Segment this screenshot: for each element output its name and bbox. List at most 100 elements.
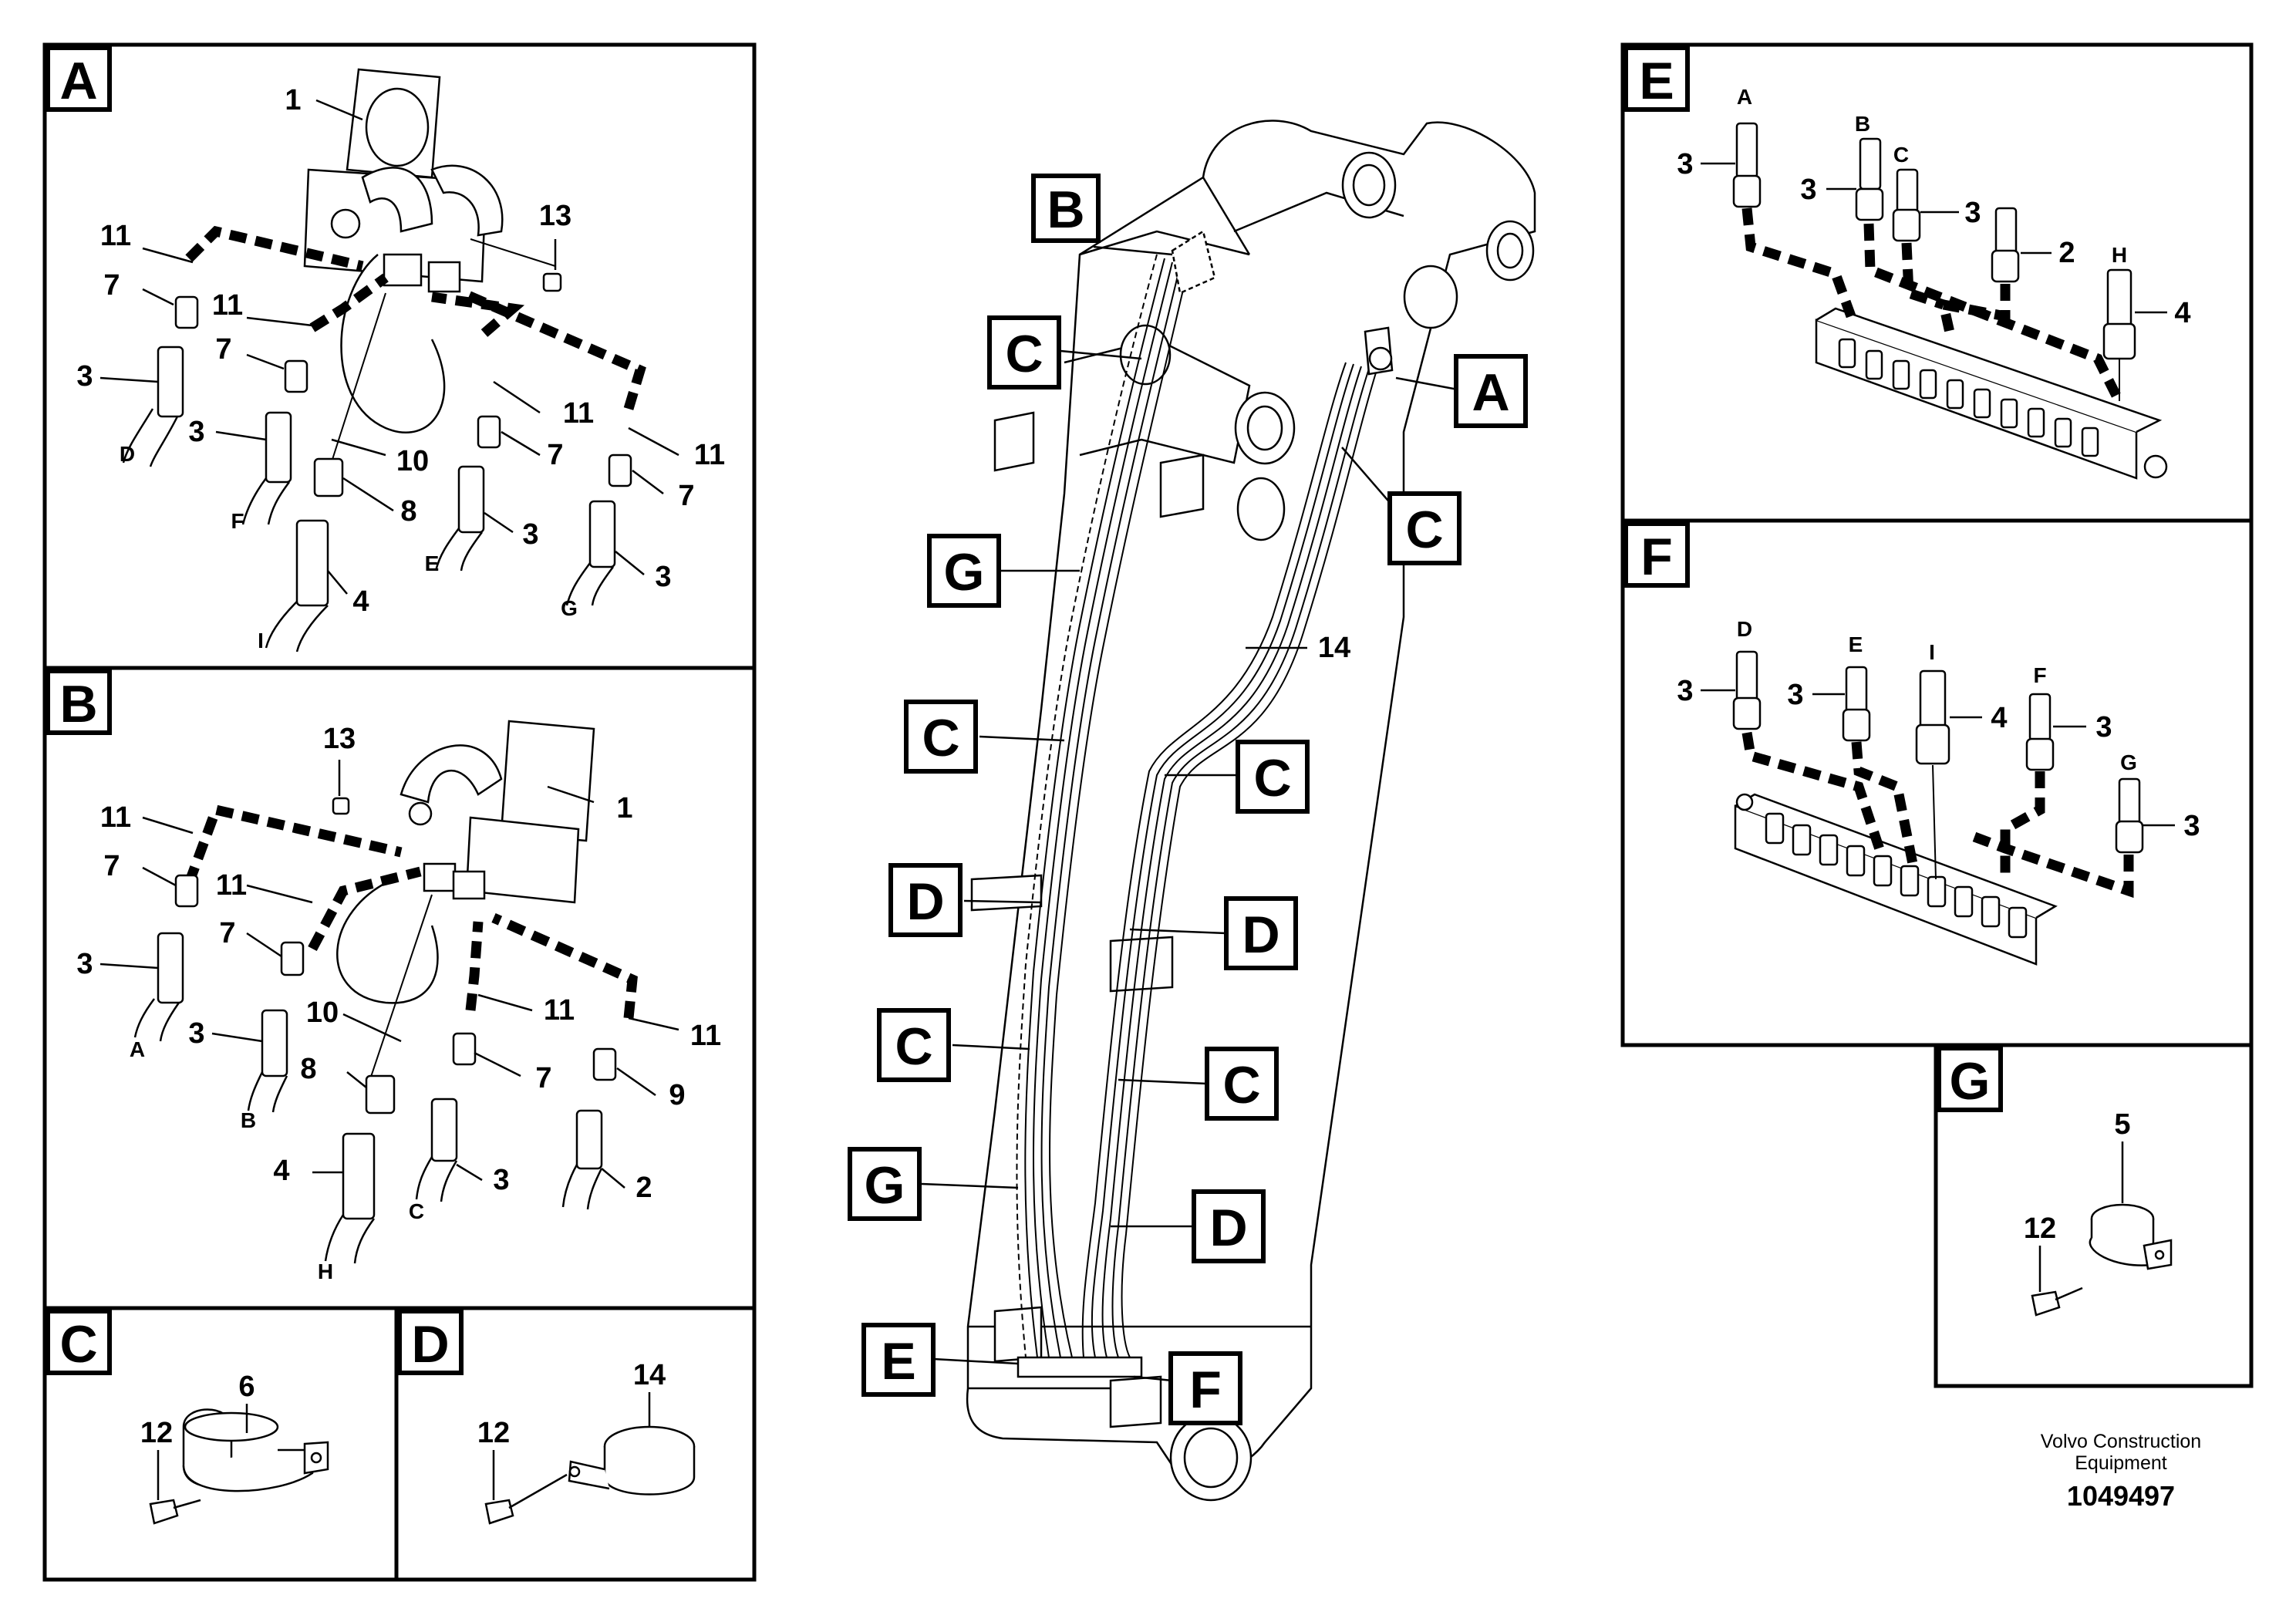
hose-dashed	[1741, 731, 1887, 858]
fitting-stack-i	[265, 457, 344, 653]
document-number: 1049497	[2067, 1480, 2175, 1512]
hose-fitting-i	[1915, 669, 1950, 765]
callout: 3	[1677, 148, 1693, 180]
callout: 1	[285, 84, 301, 116]
callout: 4	[1991, 702, 2007, 734]
callout: 7	[103, 269, 120, 302]
panel-e-frame	[1620, 42, 2254, 523]
callout: 3	[2095, 711, 2112, 744]
hose-end-label: C	[409, 1199, 424, 1223]
svg-text:D: D	[906, 872, 944, 931]
hose-end-label: A	[130, 1037, 145, 1061]
callout: 3	[1677, 675, 1693, 707]
leader-13	[470, 238, 556, 267]
callout: 3	[76, 948, 93, 980]
manifold-block-e	[1815, 307, 2168, 480]
svg-text:C: C	[922, 709, 959, 767]
hose-i-line	[329, 292, 386, 467]
hose-g-dashed	[460, 288, 646, 410]
boom-tag-d: D	[888, 863, 963, 937]
callout: 7	[215, 333, 231, 366]
boom-tag-c: C	[1205, 1047, 1279, 1121]
fitting-stack-a	[133, 874, 199, 1042]
callout: 4	[2174, 297, 2190, 329]
callout: 8	[400, 495, 416, 528]
callout: 3	[76, 360, 93, 393]
callout: 11	[563, 397, 594, 430]
hose-dashed	[1901, 242, 1946, 310]
svg-text:F: F	[1189, 1361, 1222, 1419]
hose-fitting-f	[2025, 693, 2055, 771]
panel-c-letter-box	[46, 1309, 112, 1375]
svg-text:B: B	[1047, 180, 1084, 239]
hose-clamp-14	[568, 1425, 696, 1496]
boom-tag-g: G	[848, 1147, 922, 1221]
callout: 10	[306, 996, 339, 1029]
boom-tag-c: C	[1387, 491, 1462, 565]
panel-f: F	[1620, 518, 2254, 1047]
bolt-12	[149, 1499, 201, 1525]
callout: 11	[100, 220, 131, 252]
hose-fitting-g	[2115, 777, 2144, 854]
callout: 3	[1800, 174, 1816, 206]
screw-13	[542, 272, 562, 292]
panel-f-letter-box	[1623, 521, 1690, 588]
panel-c: C 6 12	[42, 1306, 399, 1582]
hose-e-dashed	[431, 292, 525, 337]
panel-d-letter: D	[411, 1315, 449, 1374]
panel-a: A	[42, 42, 757, 670]
hose-end-label: C	[1893, 143, 1909, 167]
fitting-stack-b	[247, 941, 305, 1113]
fitting-stack-2	[561, 1047, 617, 1210]
callout: 4	[352, 585, 369, 618]
callout: 12	[477, 1417, 510, 1449]
panel-e-letter: E	[1639, 52, 1674, 110]
callout: 6	[238, 1371, 255, 1403]
hose-fitting-e	[1842, 666, 1871, 742]
hose-end-label: A	[1737, 85, 1752, 109]
svg-text:A: A	[1472, 363, 1509, 422]
hose-end-label: F	[2033, 663, 2046, 687]
hose-end-label: I	[258, 629, 264, 653]
boom-tag-d: D	[1224, 896, 1298, 970]
bolt-12	[2031, 1286, 2083, 1317]
callout: 11	[544, 994, 575, 1027]
hose-line	[1932, 764, 1937, 880]
svg-text:D: D	[1242, 905, 1279, 964]
callout: 10	[396, 445, 429, 477]
callout: 9	[669, 1079, 685, 1111]
panel-g-letter: G	[1950, 1052, 1991, 1111]
svg-text:G: G	[865, 1156, 905, 1215]
callout: 3	[2183, 810, 2200, 842]
boom-tag-a: A	[1454, 354, 1528, 428]
panel-e: E	[1620, 42, 2254, 523]
panel-f-frame	[1620, 518, 2254, 1047]
boom-tag-c: C	[904, 700, 978, 774]
svg-text:C: C	[1005, 325, 1043, 383]
hose-end-label: E	[1849, 632, 1863, 656]
panel-g-frame	[1934, 1043, 2254, 1388]
hose-end-label: B	[1855, 112, 1870, 136]
fitting-stack-h	[324, 1074, 396, 1264]
callout: 3	[188, 1017, 204, 1050]
hose-bundle-right	[1081, 362, 1377, 1358]
callout: 3	[493, 1164, 509, 1196]
hose-c-dashed	[465, 921, 484, 1011]
hose-2-dashed	[491, 913, 638, 1019]
fitting-stack-c	[415, 1032, 477, 1202]
hose-dashed	[1972, 831, 2134, 899]
callout: 7	[547, 439, 563, 471]
callout: 7	[678, 480, 694, 512]
quick-coupler-block	[303, 68, 504, 433]
coupler-b-dashed	[1171, 230, 1216, 295]
hose-clamp-5	[2089, 1203, 2173, 1270]
hose-clamp-6	[182, 1408, 329, 1492]
callout: 11	[216, 869, 247, 902]
callout: 2	[636, 1172, 652, 1204]
panel-d-frame	[394, 1306, 757, 1582]
panel-c-letter: C	[59, 1315, 97, 1374]
company-line-2: Equipment	[2075, 1452, 2167, 1474]
callout: 3	[188, 416, 204, 448]
callout: 11	[212, 289, 243, 322]
